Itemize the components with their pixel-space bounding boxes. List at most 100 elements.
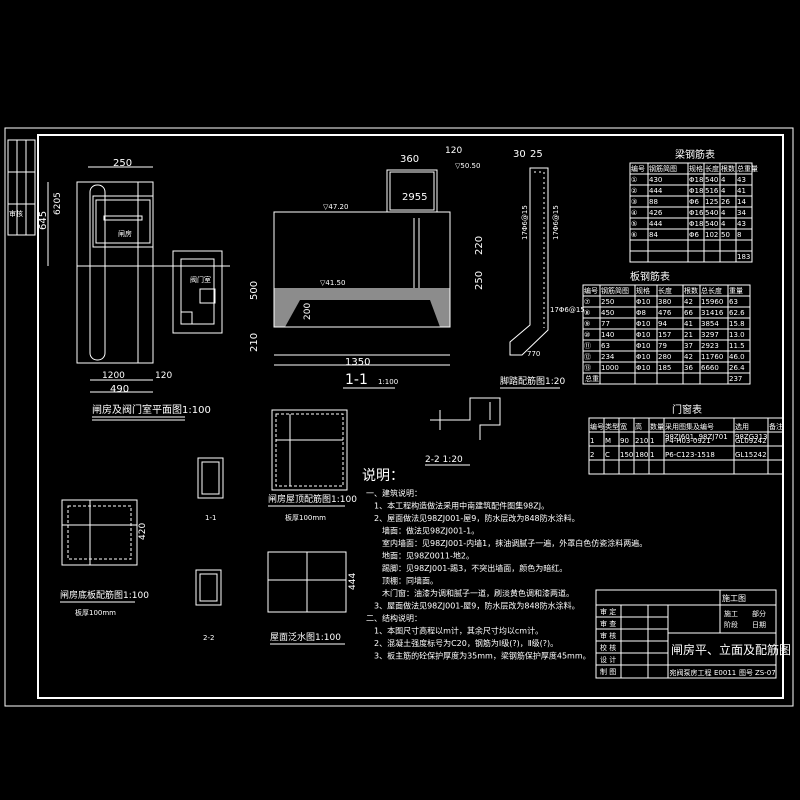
- table-cell: 444: [649, 220, 663, 228]
- table-total: 237: [729, 375, 742, 383]
- table-cell: ⑨: [584, 320, 590, 328]
- dim-250: 250: [474, 271, 485, 290]
- table-cell: 77: [601, 320, 610, 328]
- table-header-cell: 备注: [769, 422, 783, 431]
- table-cell: 84: [649, 231, 658, 239]
- table-cell: 1: [650, 437, 654, 445]
- table-cell: ①: [631, 176, 637, 184]
- table-cell: 36: [684, 364, 693, 372]
- section-1-1-title: 1-1: [345, 372, 368, 388]
- table-cell: Φ10: [636, 298, 650, 306]
- dim-25: 25: [530, 149, 543, 160]
- table-cell: 3297: [701, 331, 719, 339]
- dim-120-top: 120: [445, 146, 462, 156]
- stage-label: 施工图: [722, 593, 746, 603]
- table-cell: 41: [737, 187, 746, 195]
- table-header-cell: 规格: [689, 164, 703, 173]
- table-cell: 157: [658, 331, 671, 339]
- section-2-2-title: 2-2 1:20: [425, 455, 463, 465]
- table-cell: 42: [684, 298, 693, 306]
- rebar-label: 17Φ6@15: [552, 205, 560, 240]
- table-cell: 140: [601, 331, 614, 339]
- table-cell: 280: [658, 353, 671, 361]
- table-cell: ⑦: [584, 298, 590, 306]
- table-cell: ④: [631, 209, 637, 217]
- table-cell: 11760: [701, 353, 723, 361]
- table-cell: 185: [658, 364, 671, 372]
- table-cell: ⑩: [584, 331, 590, 339]
- dim-2955: 2955: [402, 192, 427, 203]
- title-block: 审 定审 查审 核校 核设 计制 图 施工图 施工 部分 阶段 日期 闸房平、立…: [595, 589, 791, 679]
- table-header-cell: 规格: [636, 286, 650, 295]
- table-total-label: 总重: [585, 374, 599, 383]
- table-cell: Φ10: [636, 320, 650, 328]
- dim-490: 490: [110, 384, 129, 395]
- table-cell: 26.4: [729, 364, 745, 372]
- tb-label: 施工: [724, 609, 738, 618]
- note-line: 2、混凝土强度标号为C20，钢筋为Ⅰ级(?)，Ⅱ级(?)。: [374, 638, 558, 648]
- role-label: 审 查: [600, 619, 616, 628]
- dim-200: 200: [303, 303, 313, 320]
- table-cell: ⑤: [631, 220, 637, 228]
- table-cell: 37: [684, 342, 693, 350]
- dim-6205: 6205: [53, 192, 63, 215]
- table-cell: Φ6: [689, 198, 700, 206]
- dim-770: 770: [527, 350, 540, 358]
- table-cell: ⑧: [584, 309, 590, 317]
- table-cell: 444: [649, 187, 663, 195]
- role-label: 设 计: [600, 655, 616, 664]
- dim-220: 220: [474, 236, 485, 255]
- table-cell: 540: [705, 176, 718, 184]
- dim-250: 250: [113, 158, 132, 169]
- rebar-label: 17Φ6@15: [521, 205, 529, 240]
- note-line: 室内墙面：见98ZJ001-内墙1，抹油调腻子一遍，外罩白色仿瓷涂料两遍。: [382, 538, 647, 548]
- table-cell: 62.6: [729, 309, 745, 317]
- table-cell: 3854: [701, 320, 719, 328]
- table-cell: P6-C123-1518: [665, 451, 715, 459]
- table-cell: 102: [705, 231, 718, 239]
- role-label: 审 核: [600, 631, 616, 640]
- table-cell: 540: [705, 209, 718, 217]
- table-cell: 42: [684, 353, 693, 361]
- table-cell: ②: [631, 187, 637, 195]
- role-label: 校 核: [600, 643, 616, 652]
- table-title: 门窗表: [672, 403, 702, 416]
- table-header-cell: 编号: [590, 422, 604, 431]
- table-title: 板钢筋表: [630, 270, 670, 283]
- outer-border: [4, 127, 794, 707]
- tb-label: 阶段: [724, 620, 738, 629]
- table-header-cell: 类型: [605, 422, 619, 431]
- dim-1350: 1350: [345, 357, 370, 368]
- note-line: 2、屋面做法见98ZJ001-屋9，防水层改为848防水涂料。: [374, 513, 580, 523]
- table-header-cell: 选用: [735, 422, 749, 431]
- section-1-1-scale: 1:100: [378, 378, 398, 386]
- table-cell: 31416: [701, 309, 724, 317]
- table-cell: ⑬: [584, 364, 591, 372]
- table-cell: 43: [737, 220, 746, 228]
- table-header-cell: 高: [635, 422, 642, 431]
- side-strip-label: 审核: [9, 209, 23, 218]
- table-cell: 43: [737, 176, 746, 184]
- table-cell: 430: [649, 176, 662, 184]
- table-title: 梁钢筋表: [675, 148, 715, 161]
- note-line: 踢脚：见98ZJ001-踢3，不突出墙面，颜色为暗红。: [382, 563, 567, 573]
- table-cell: 125: [705, 198, 718, 206]
- ladder-title: 脚踏配筋图1:20: [500, 375, 565, 387]
- table-header-cell: 编号: [584, 286, 598, 295]
- roof-rebar-plan: 闸房屋顶配筋图1:100 板厚100mm: [268, 409, 357, 522]
- note-line: 1、本工程构造做法采用中南建筑配件图集98ZJ。: [374, 501, 549, 511]
- table-cell: 210: [635, 437, 648, 445]
- roof-plan-note: 板厚100mm: [285, 513, 326, 522]
- tb-label: 部分: [752, 609, 766, 618]
- table-cell: P4-H03-0921: [665, 437, 711, 445]
- table-cell: M: [605, 437, 611, 445]
- table-cell: 46.0: [729, 353, 745, 361]
- project-code: E0011: [714, 669, 736, 677]
- table-cell: 1: [590, 437, 594, 445]
- plan-view: 闸房 阀门室 250 645 6205 1200 490 120 500 210…: [38, 158, 260, 421]
- note-line: 顶棚：同墙面。: [382, 576, 438, 586]
- note-line: 木门窗：油漆为调和腻子一道，刷淡黄色调和漆两道。: [382, 588, 574, 598]
- notes-heading: 说明：: [362, 468, 404, 484]
